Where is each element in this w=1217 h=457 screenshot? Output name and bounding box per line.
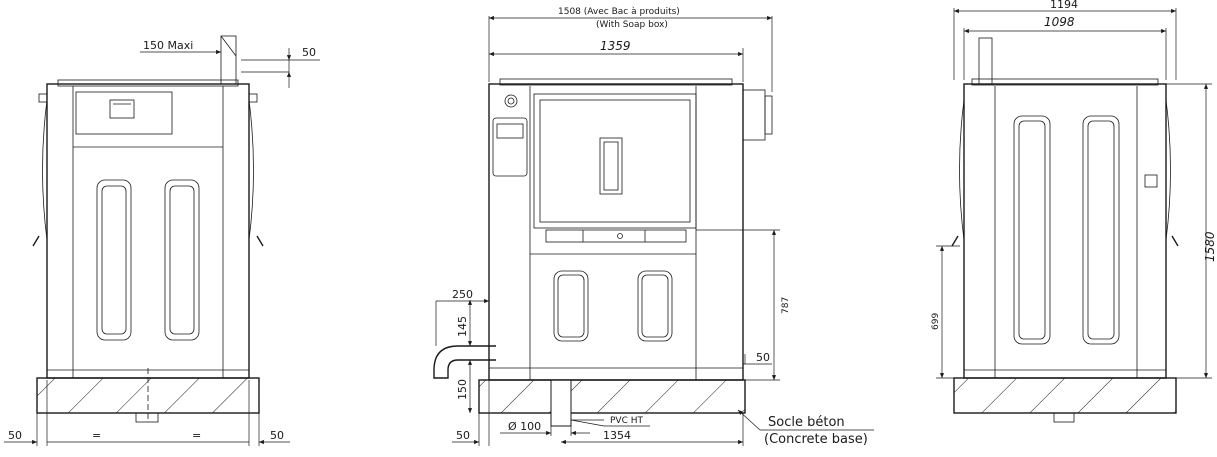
front-window-right <box>164 179 200 341</box>
side-pipe-type-label: PVC HT <box>610 416 643 426</box>
front-right-margin-label: 50 <box>270 429 284 442</box>
rear-window-left <box>1013 115 1051 345</box>
side-soap-box <box>742 89 766 141</box>
side-drain-elbow <box>433 345 496 379</box>
side-control-unit <box>492 117 528 177</box>
front-half-left-label: = <box>92 429 101 442</box>
rear-connection-height-label: 699 <box>931 313 941 330</box>
rear-window-right <box>1082 115 1120 345</box>
front-exhaust-max-label: 150 Maxi <box>143 39 193 52</box>
front-exhaust <box>220 35 237 85</box>
side-door-frame <box>533 93 697 229</box>
side-pipe-diameter-label: Ø 100 <box>508 420 541 433</box>
side-width-label: 1359 <box>600 39 631 53</box>
side-concrete-base <box>478 379 746 414</box>
rear-body-width-label: 1098 <box>1044 15 1075 29</box>
front-top-offset-label: 50 <box>302 46 316 59</box>
side-base-label-en: (Concrete base) <box>764 432 868 447</box>
rear-view: 1194 1098 1580 699 <box>931 0 1217 423</box>
side-door-height-label: 787 <box>781 297 791 314</box>
front-control-panel <box>75 91 173 135</box>
side-door-offset-label: 50 <box>756 351 770 364</box>
side-drain-horizontal-label: 250 <box>452 288 473 301</box>
side-drain-vertical-label: 145 <box>456 316 469 337</box>
side-width-with-box-en-label: (With Soap box) <box>596 20 668 30</box>
side-drain-height-label: 150 <box>456 379 469 400</box>
rear-overall-width-label: 1194 <box>1050 0 1078 11</box>
front-half-right-label: = <box>192 429 201 442</box>
side-base-length-label: 1354 <box>603 429 631 442</box>
front-view: 150 Maxi 50 50 50 = = <box>4 35 320 446</box>
side-width-with-box-label: 1508 (Avec Bac à produits) <box>558 7 680 17</box>
rear-machine-body <box>963 83 1167 379</box>
side-view: 1508 (Avec Bac à produits) (With Soap bo… <box>433 7 874 447</box>
front-window-left <box>96 179 132 341</box>
rear-total-height-label: 1580 <box>1203 231 1217 262</box>
front-left-margin-label: 50 <box>8 429 22 442</box>
side-base-label-fr: Socle béton <box>768 415 845 430</box>
side-machine-body <box>488 83 744 381</box>
rear-concrete-base <box>953 377 1177 414</box>
rear-exhaust <box>978 37 993 85</box>
front-machine-body <box>46 83 250 379</box>
side-left-margin-label: 50 <box>456 429 470 442</box>
